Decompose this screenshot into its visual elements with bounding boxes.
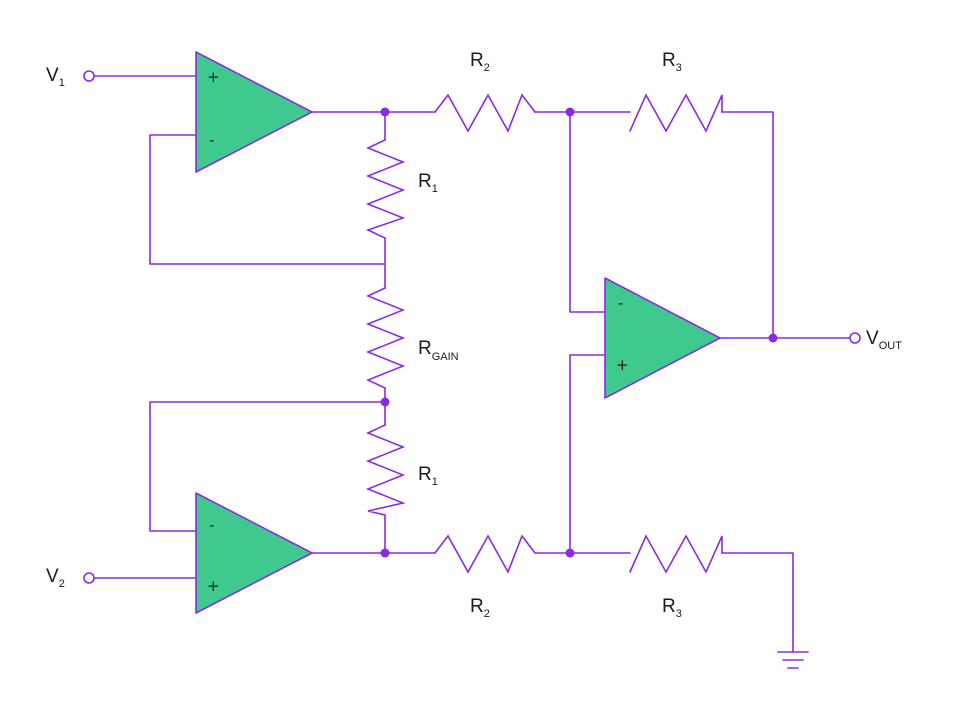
label-r3-top: R3 bbox=[662, 50, 682, 74]
terminal-v2 bbox=[83, 572, 95, 584]
label-r2-bottom: R2 bbox=[470, 596, 490, 620]
resistor-r1-top bbox=[365, 139, 406, 239]
resistor-rgain bbox=[365, 287, 406, 389]
ground-icon bbox=[777, 651, 809, 669]
opamp-bottom-plus: + bbox=[207, 577, 220, 595]
label-r1-top: R1 bbox=[418, 171, 438, 195]
wire-top-feedback bbox=[149, 134, 386, 265]
resistors bbox=[365, 93, 723, 574]
label-vout: VOUT bbox=[866, 328, 902, 352]
node-gain-bottom bbox=[380, 397, 390, 407]
wire-bottom-feedback bbox=[149, 401, 386, 532]
wire-r3-bottom-ground bbox=[721, 552, 794, 653]
wires bbox=[93, 75, 851, 653]
opamp-top: + - bbox=[195, 51, 313, 173]
junction-nodes bbox=[380, 107, 778, 558]
opamp-top-body bbox=[195, 51, 313, 173]
resistor-r1-bottom bbox=[365, 424, 406, 516]
resistor-r2-top bbox=[434, 93, 536, 133]
wire-output-inverting bbox=[569, 111, 606, 313]
opamp-top-minus: - bbox=[209, 131, 214, 149]
terminal-vout bbox=[849, 332, 861, 344]
label-v1: V1 bbox=[46, 65, 65, 89]
resistor-r2-bottom bbox=[434, 534, 536, 574]
node-bottom-sum bbox=[565, 548, 575, 558]
label-r1-bottom: R1 bbox=[418, 464, 438, 488]
labels: V1 V2 VOUT R2 R3 R1 RGAIN R1 R2 R3 bbox=[46, 50, 902, 620]
opamp-output-body bbox=[604, 277, 721, 399]
label-rgain: RGAIN bbox=[418, 338, 459, 363]
terminal-v1 bbox=[83, 70, 95, 82]
wire-output-noninverting bbox=[569, 354, 606, 554]
opamp-bottom-body bbox=[195, 492, 313, 614]
wire-r3-top-right bbox=[721, 111, 774, 339]
resistor-r3-top bbox=[629, 93, 723, 133]
label-v2: V2 bbox=[46, 566, 65, 590]
node-output bbox=[768, 333, 778, 343]
terminals bbox=[83, 70, 861, 584]
opamp-bottom: - + bbox=[195, 492, 313, 614]
label-r2-top: R2 bbox=[470, 50, 490, 74]
opamp-output-minus: - bbox=[618, 294, 623, 312]
opamp-bottom-minus: - bbox=[209, 516, 214, 534]
resistor-r3-bottom bbox=[629, 534, 723, 574]
opamp-output-plus: + bbox=[616, 356, 629, 374]
label-r3-bottom: R3 bbox=[662, 596, 682, 620]
opamp-top-plus: + bbox=[207, 68, 220, 86]
node-bottom-output bbox=[380, 548, 390, 558]
opamp-output: - + bbox=[604, 277, 721, 399]
node-top-sum bbox=[565, 107, 575, 117]
node-top-output bbox=[380, 107, 390, 117]
